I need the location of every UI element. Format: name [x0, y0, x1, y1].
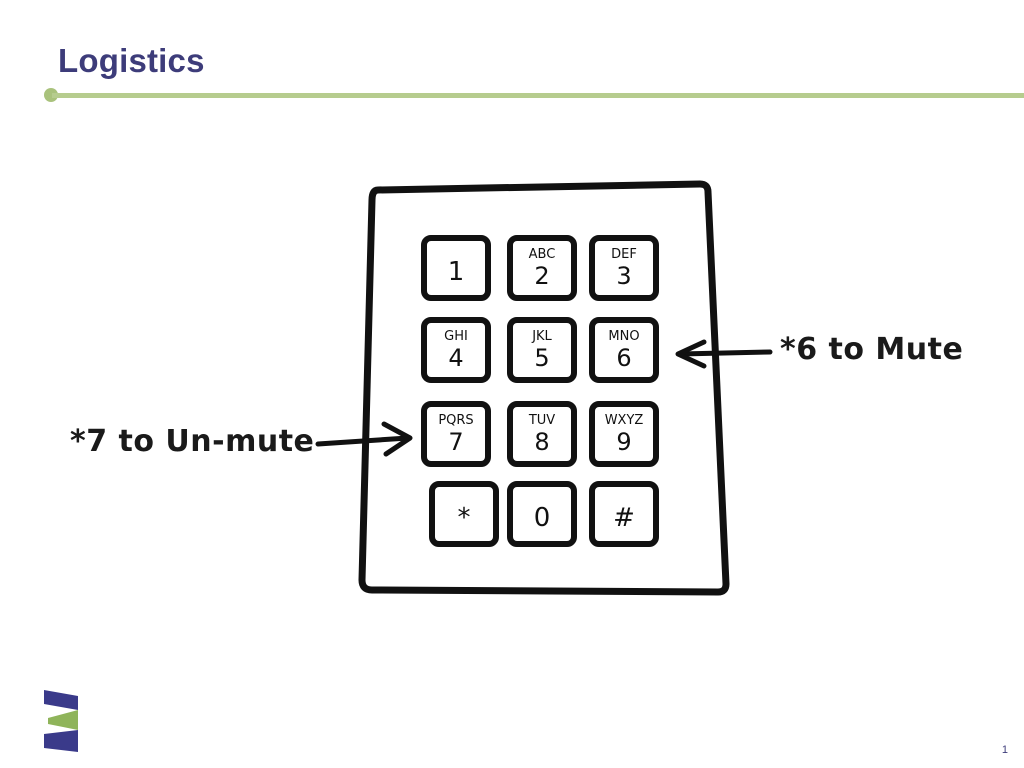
key-letters: GHI [444, 329, 468, 344]
divider-line [52, 93, 1024, 98]
key-letters: WXYZ [605, 413, 644, 428]
page-number: 1 [1001, 744, 1008, 756]
key-digit: 1 [448, 257, 465, 287]
mute-instruction: *6 to Mute [780, 332, 964, 367]
keypad-key-1: 1 [421, 235, 491, 301]
key-letters: PQRS [438, 413, 473, 428]
key-digit: * [458, 503, 471, 533]
key-letters: MNO [608, 329, 639, 344]
key-digit: 8 [534, 428, 549, 456]
key-digit: 6 [616, 344, 631, 372]
unmute-instruction: *7 to Un-mute [70, 424, 315, 459]
slide-title: Logistics [58, 42, 205, 79]
key-digit: 3 [616, 262, 631, 290]
keypad-key-0: 0 [507, 481, 577, 547]
key-letters: ABC [529, 247, 556, 262]
divider-dot [44, 88, 58, 102]
keypad-key-star: * [429, 481, 499, 547]
key-digit: 0 [534, 503, 551, 533]
key-digit: 4 [448, 344, 463, 372]
key-digit: # [613, 503, 635, 533]
key-digit: 9 [616, 428, 631, 456]
company-logo-icon [44, 690, 78, 752]
phone-body [358, 180, 730, 596]
keypad-key-hash: # [589, 481, 659, 547]
title-divider [44, 88, 1024, 102]
arrow-left-icon [675, 339, 773, 369]
key-digit: 2 [534, 262, 549, 290]
key-letters: TUV [528, 413, 555, 428]
key-letters: JKL [531, 329, 552, 344]
arrow-right-icon [315, 421, 413, 457]
key-digit: 7 [448, 428, 463, 456]
key-digit: 5 [534, 344, 549, 372]
key-letters: DEF [611, 247, 637, 262]
